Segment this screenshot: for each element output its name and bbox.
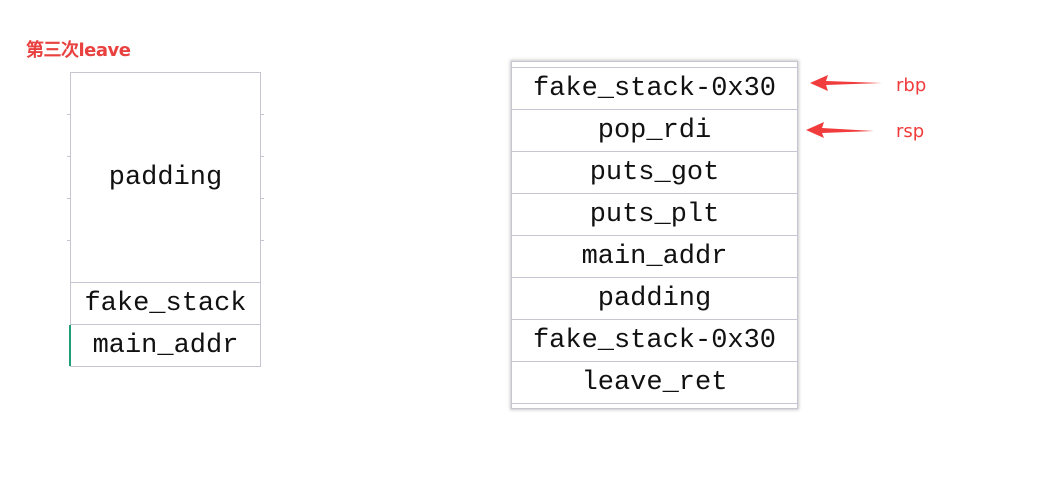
rbp-arrow-shape xyxy=(810,75,882,91)
right-stack-bottom-edge xyxy=(512,403,797,408)
rsp-pointer-arrow xyxy=(806,122,874,138)
left-stack-fake-stack-cell: fake_stack xyxy=(71,282,260,324)
rbp-pointer-arrow xyxy=(810,75,882,91)
left-stack-fake-stack-label: fake_stack xyxy=(84,288,247,319)
right-stack-cell-label: leave_ret xyxy=(581,367,728,398)
right-stack-cell: main_addr xyxy=(512,235,797,277)
right-stack-cell-label: pop_rdi xyxy=(597,115,712,146)
right-stack-cell: leave_ret xyxy=(512,361,797,403)
right-stack-cell: pop_rdi xyxy=(512,109,797,151)
left-stack-padding-cell: padding xyxy=(67,72,264,282)
cell-selection-marker xyxy=(69,325,71,366)
right-stack: fake_stack-0x30 pop_rdi puts_got puts_pl… xyxy=(511,61,798,409)
left-stack-main-addr-cell: main_addr xyxy=(69,324,260,367)
left-stack-padding-label: padding xyxy=(108,162,223,193)
right-stack-cell-label: puts_plt xyxy=(589,199,720,230)
right-stack-cell-label: puts_got xyxy=(589,157,720,188)
rsp-arrow-shape xyxy=(806,122,874,138)
right-stack-cell-label: main_addr xyxy=(581,241,728,272)
left-stack: padding fake_stack main_addr xyxy=(67,72,264,367)
right-stack-cell: fake_stack-0x30 xyxy=(512,67,797,109)
rbp-label: rbp xyxy=(896,75,927,96)
right-stack-cell: fake_stack-0x30 xyxy=(512,319,797,361)
rsp-label: rsp xyxy=(896,121,925,142)
right-stack-cell-label: padding xyxy=(597,283,712,314)
right-stack-cell: padding xyxy=(512,277,797,319)
right-stack-cell: puts_plt xyxy=(512,193,797,235)
diagram-title: 第三次leave xyxy=(26,40,131,61)
right-stack-cell-label: fake_stack-0x30 xyxy=(532,325,777,356)
left-stack-main-addr-label: main_addr xyxy=(92,330,239,361)
right-stack-cell: puts_got xyxy=(512,151,797,193)
right-stack-cell-label: fake_stack-0x30 xyxy=(532,73,777,104)
